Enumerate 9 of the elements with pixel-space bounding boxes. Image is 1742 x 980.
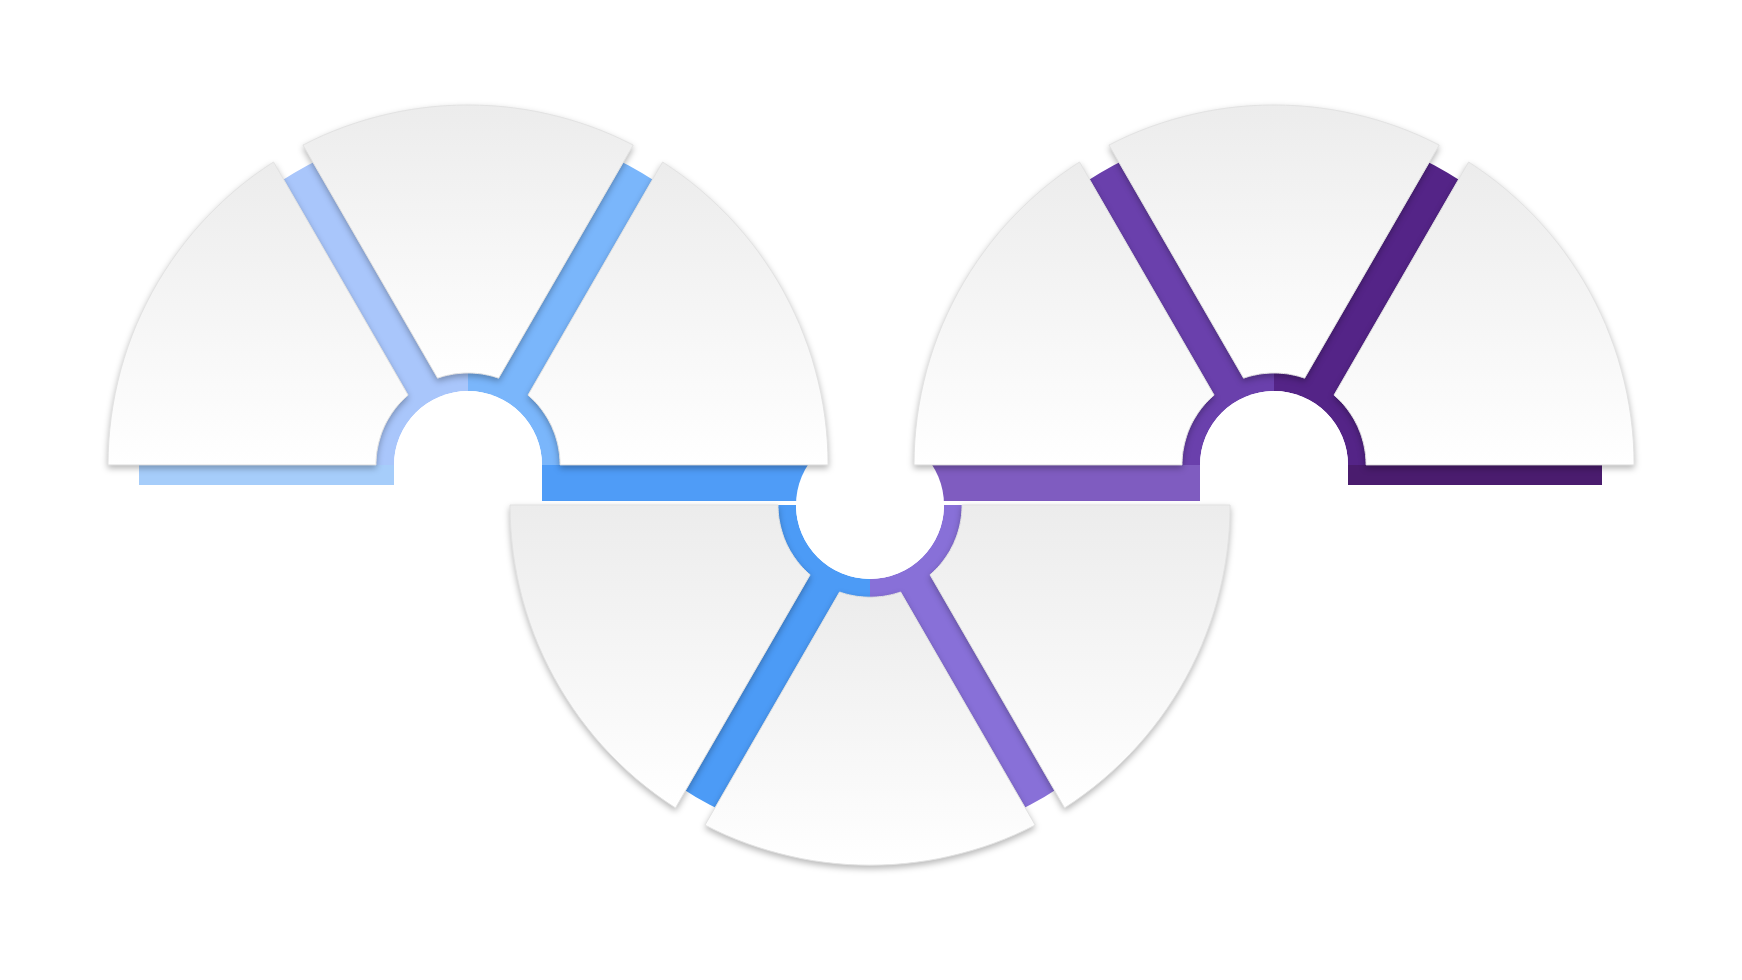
sector-segment — [302, 105, 634, 379]
sector-segment — [108, 162, 409, 465]
sector-segment — [510, 505, 811, 808]
sector-segment — [527, 162, 828, 465]
sector-segment — [1108, 105, 1440, 379]
sector-segment — [704, 591, 1036, 865]
sector-segment — [1333, 162, 1634, 465]
sector-segment — [914, 162, 1215, 465]
sector-segment — [929, 505, 1230, 808]
